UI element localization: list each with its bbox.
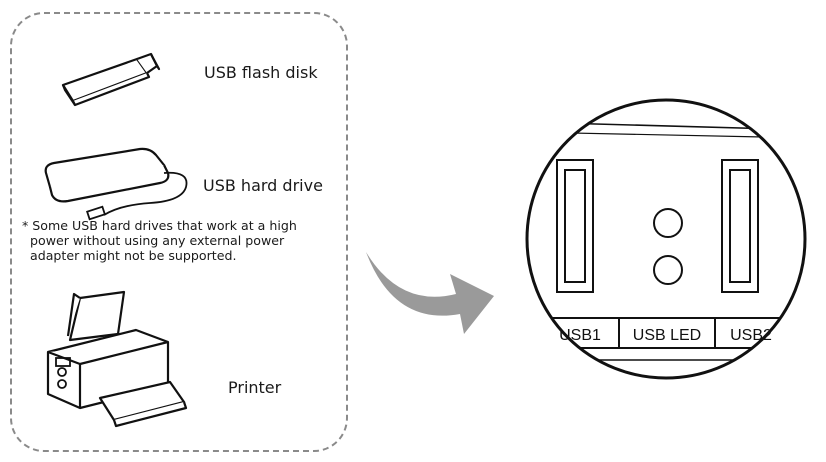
usb2-port — [721, 159, 759, 293]
note-line: * Some USB hard drives that work at a hi… — [22, 218, 297, 233]
printer-icon — [46, 290, 188, 428]
usb-led-label: USB LED — [633, 327, 701, 344]
supported-devices-panel — [10, 12, 348, 452]
note-line: power without using any external power — [30, 233, 285, 248]
usb-hard-drive-icon — [44, 147, 188, 221]
compatibility-note: * Some USB hard drives that work at a hi… — [22, 218, 348, 263]
usb-flash-disk-label: USB flash disk — [204, 63, 318, 82]
usb-hard-drive-label: USB hard drive — [203, 176, 323, 195]
printer-label: Printer — [228, 378, 282, 397]
usb-led-top — [653, 208, 683, 238]
usb-led-bottom — [653, 255, 683, 285]
usb-port-magnifier: USB1 USB LED USB2 — [525, 98, 807, 380]
usb-flash-disk-icon — [61, 52, 161, 107]
usb1-port — [556, 159, 594, 293]
curved-arrow-icon — [366, 252, 494, 334]
note-line: adapter might not be supported. — [30, 248, 237, 263]
